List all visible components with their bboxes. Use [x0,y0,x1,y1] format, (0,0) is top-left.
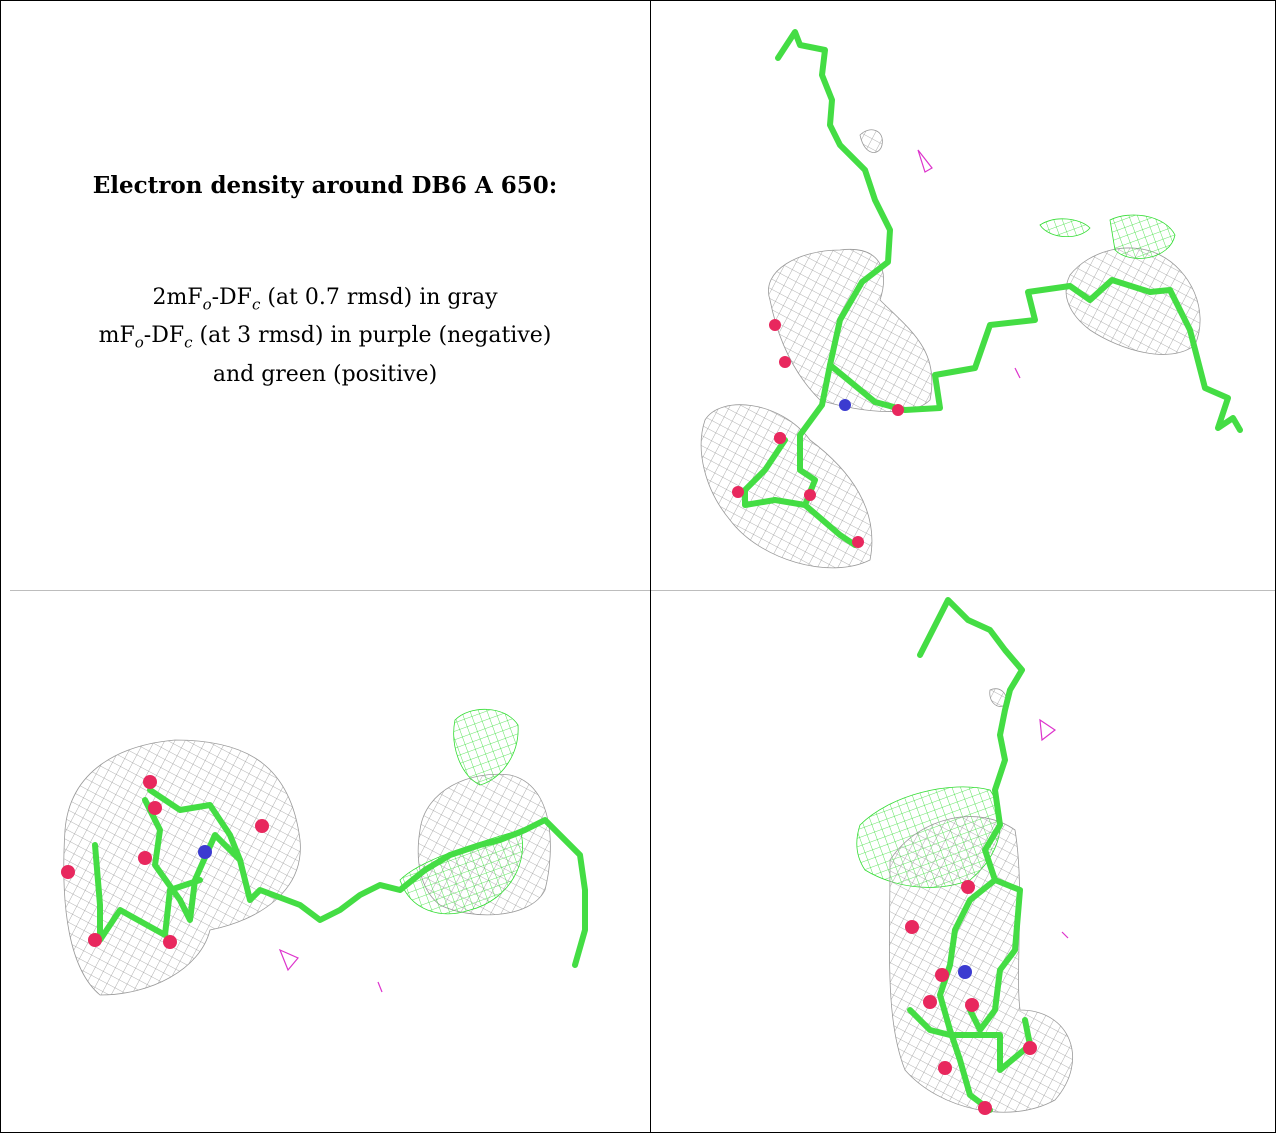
legend-line-fofc: mFo-DFc (at 3 rmsd) in purple (negative) [0,320,650,358]
density-mesh-positive [453,708,519,786]
density-render-bottom-left [61,708,588,996]
view-bottom-right [650,590,1276,1133]
density-mesh-2fofc [889,816,1073,1113]
legend-fofc-sub1: o [134,333,144,352]
legend-line-colors: and green (positive) [212,361,438,387]
oxygen-atom [769,319,781,331]
density-mesh-2fofc-right [1065,247,1201,355]
backbone-stick-chain [827,277,1243,433]
oxygen-atom [732,486,744,498]
density-mesh-negative [1039,718,1057,742]
legend-2fofc-mid: -DF [211,285,252,310]
legend-line-2fofc: 2mFo-DFc (at 0.7 rmsd) in gray [0,282,650,320]
border-middle [10,590,1276,591]
oxygen-atom [961,880,975,894]
caption-cell: Electron density around DB6 A 650: 2mFo-… [0,0,650,590]
oxygen-atom [852,536,864,548]
legend-2fofc-sub2: c [251,295,261,314]
oxygen-atom [88,933,102,947]
legend-2fofc-sub1: o [202,295,212,314]
density-mesh-negative [917,149,933,173]
density-mesh-negative-small [377,981,383,993]
density-render-bottom-right [856,597,1073,1115]
density-mesh-negative-small [1061,931,1069,939]
oxygen-atom [255,819,269,833]
caption-title: Electron density around DB6 A 650: [92,172,558,199]
oxygen-atom [978,1101,992,1115]
view-bottom-left [0,590,650,1133]
oxygen-atom [1023,1041,1037,1055]
density-mesh-negative-small [1014,367,1021,379]
nitrogen-atom [958,965,972,979]
border-center [650,0,651,1133]
border-left [0,0,1,1133]
oxygen-atom [905,920,919,934]
oxygen-atom [923,995,937,1009]
density-mesh-2fofc-upper [859,129,883,153]
border-top [0,0,1276,1]
legend-fofc-sub2: c [184,333,193,352]
oxygen-atom [892,404,904,416]
backbone-stick [775,29,893,548]
oxygen-atom [938,1061,952,1075]
backbone-stick [142,797,588,968]
oxygen-atom [779,356,791,368]
backbone-stick [917,597,1025,1113]
oxygen-atom [804,489,816,501]
caption-legend: 2mFo-DFc (at 0.7 rmsd) in gray mFo-DFc (… [0,282,650,391]
density-render-top-right [700,29,1243,569]
view-top-right [650,0,1276,590]
oxygen-atom [774,432,786,444]
nitrogen-atom [839,399,851,411]
oxygen-atom [143,775,157,789]
oxygen-atom [935,968,949,982]
oxygen-atom [965,998,979,1012]
backbone-ring [92,842,203,943]
legend-fofc-post: (at 3 rmsd) in purple (negative) [192,323,552,349]
backbone-ring-upper [147,787,243,863]
legend-fofc-mid: -DF [143,323,185,349]
density-mesh-2fofc-lower [700,404,873,569]
backbone-ring [742,437,808,508]
legend-2fofc-pre: 2mF [152,285,203,310]
density-mesh-positive [1109,214,1176,259]
oxygen-atom [163,935,177,949]
oxygen-atom [148,801,162,815]
nitrogen-atom [198,845,212,859]
density-mesh-positive-small [1039,218,1091,238]
backbone-stick-side [967,877,1023,1033]
legend-2fofc-post: (at 0.7 rmsd) in gray [260,285,498,310]
density-mesh-negative [278,948,299,972]
oxygen-atom [61,865,75,879]
density-mesh-2fofc [63,739,301,996]
density-mesh-2fofc [768,248,933,412]
density-mesh-positive-lower [399,829,523,914]
oxygen-atom [138,851,152,865]
legend-fofc-pre: mF [98,323,135,349]
